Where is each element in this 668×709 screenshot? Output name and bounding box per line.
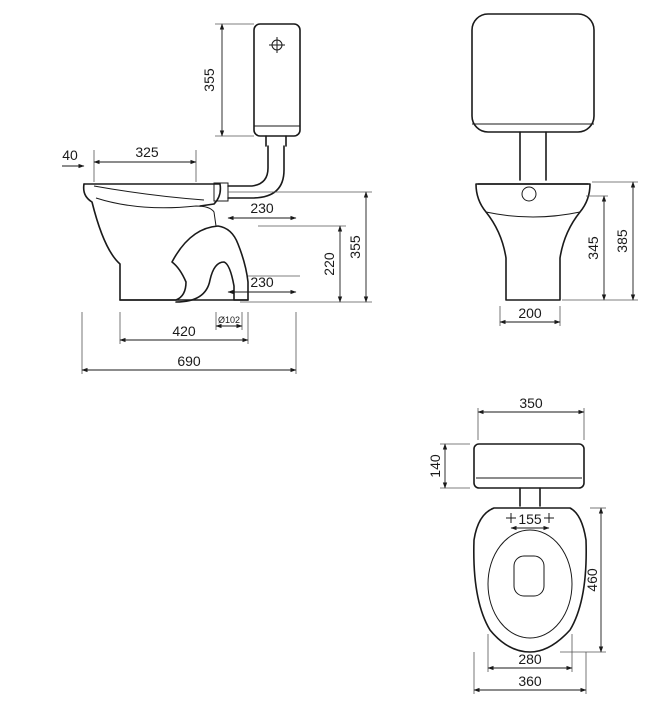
front-cistern: [471, 13, 595, 133]
label-base-width: 200: [518, 305, 542, 321]
label-tank-height: 355: [201, 68, 217, 92]
label-rim-offset: 40: [62, 147, 78, 163]
bolt-right-icon: [544, 513, 554, 523]
label-trap-height: 220: [321, 252, 337, 276]
label-floor-outlet-height: 230: [250, 274, 274, 290]
label-total-length: 690: [177, 353, 201, 369]
flush-button-icon: [269, 37, 285, 53]
top-water: [513, 555, 545, 597]
label-tank-width: 350: [519, 395, 543, 411]
label-front-outlet-height: 345: [585, 236, 601, 260]
side-cistern: [253, 23, 301, 137]
side-bowl: [82, 183, 249, 303]
label-outlet-height: 230: [250, 200, 274, 216]
label-front-total-height: 385: [614, 229, 630, 253]
label-tank-depth: 140: [427, 454, 443, 478]
bolt-left-icon: [506, 513, 516, 523]
front-bowl: [475, 183, 591, 301]
label-bowl-length: 460: [584, 568, 600, 592]
top-bowl: [473, 507, 587, 653]
label-seat-width: 280: [518, 651, 542, 667]
label-bolt-spacing: 155: [518, 511, 542, 527]
top-cistern: [473, 443, 585, 489]
side-view: 355 40 325 230 230 Ø102 220 355 420 690: [62, 23, 372, 374]
label-connection-height: 355: [347, 235, 363, 259]
label-bowl-depth: 325: [135, 144, 159, 160]
label-outlet-diameter: Ø102: [218, 315, 240, 325]
top-view: 350 140 155 460 280 360: [427, 395, 606, 694]
label-bowl-width: 360: [518, 673, 542, 689]
top-seat: [487, 529, 573, 639]
front-view: 345 385 200: [471, 13, 638, 326]
label-base-length: 420: [172, 323, 196, 339]
flush-pipe: [227, 135, 287, 199]
inlet-icon: [521, 186, 537, 202]
